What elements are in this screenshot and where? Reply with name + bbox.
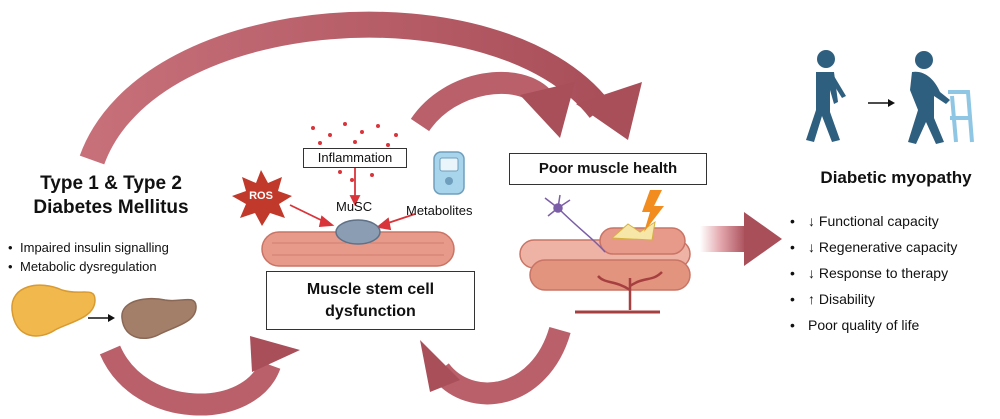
list-item: •↓ Response to therapy: [790, 265, 949, 281]
list-item: •↓ Functional capacity: [790, 213, 939, 229]
ros-burst: [232, 170, 292, 226]
muscle-stem-cell-box: Muscle stem cell dysfunction: [266, 271, 475, 330]
diabetic-myopathy-title: Diabetic myopathy: [820, 168, 972, 187]
inflammation-dots: [311, 122, 398, 182]
list-item: •Metabolic dysregulation: [8, 259, 157, 274]
muscle-bundle: [519, 227, 691, 314]
msc-box-line2: dysfunction: [325, 302, 416, 320]
pancreas-diseased-icon: [121, 297, 197, 340]
inflammation-label: Inflammation: [303, 148, 407, 168]
arc-arrow-inner-head: [520, 82, 575, 138]
list-item: •Poor quality of life: [790, 317, 920, 333]
msc-box-line1: Muscle stem cell: [306, 280, 435, 298]
arc-arrow-bottom-left-head: [250, 336, 300, 372]
diabetes-title-line1: Type 1 & Type 2: [40, 173, 182, 194]
arc-arrow-inner: [410, 71, 554, 132]
pancreas-healthy-icon: [11, 284, 96, 337]
neuron-icon: [544, 194, 606, 253]
arc-arrow-bottom-left: [99, 345, 281, 416]
person-walker-icon: [908, 51, 974, 144]
glucometer-icon: [433, 151, 465, 195]
person-walking-icon: [806, 50, 846, 142]
muscle-fiber-center: [261, 219, 455, 267]
ros-label: ROS: [249, 190, 273, 202]
straight-arrow-shaft: [700, 226, 746, 252]
straight-arrow-head: [744, 212, 782, 266]
diabetes-title: Type 1 & Type 2 Diabetes Mellitus: [0, 172, 222, 220]
metabolites-label: Metabolites: [406, 203, 473, 218]
diabetes-title-line2: Diabetes Mellitus: [33, 197, 189, 218]
arc-arrow-bottom-right: [431, 326, 571, 405]
poor-muscle-health-box: Poor muscle health: [509, 153, 707, 185]
lightning-icon: [610, 190, 664, 241]
list-item: •↑ Disability: [790, 291, 875, 307]
diabetes-bullets: •Impaired insulin signalling •Metabolic …: [8, 238, 169, 276]
list-item: •↓ Regenerative capacity: [790, 239, 958, 255]
musc-arrows: [289, 168, 416, 231]
arc-arrow-top-head: [576, 82, 642, 140]
list-item: •Impaired insulin signalling: [8, 240, 169, 255]
arc-arrow-top: [79, 11, 611, 165]
myopathy-bullets: •↓ Functional capacity •↓ Regenerative c…: [790, 208, 957, 338]
arc-arrow-bottom-right-head: [420, 340, 460, 392]
musc-label: MuSC: [336, 199, 373, 214]
